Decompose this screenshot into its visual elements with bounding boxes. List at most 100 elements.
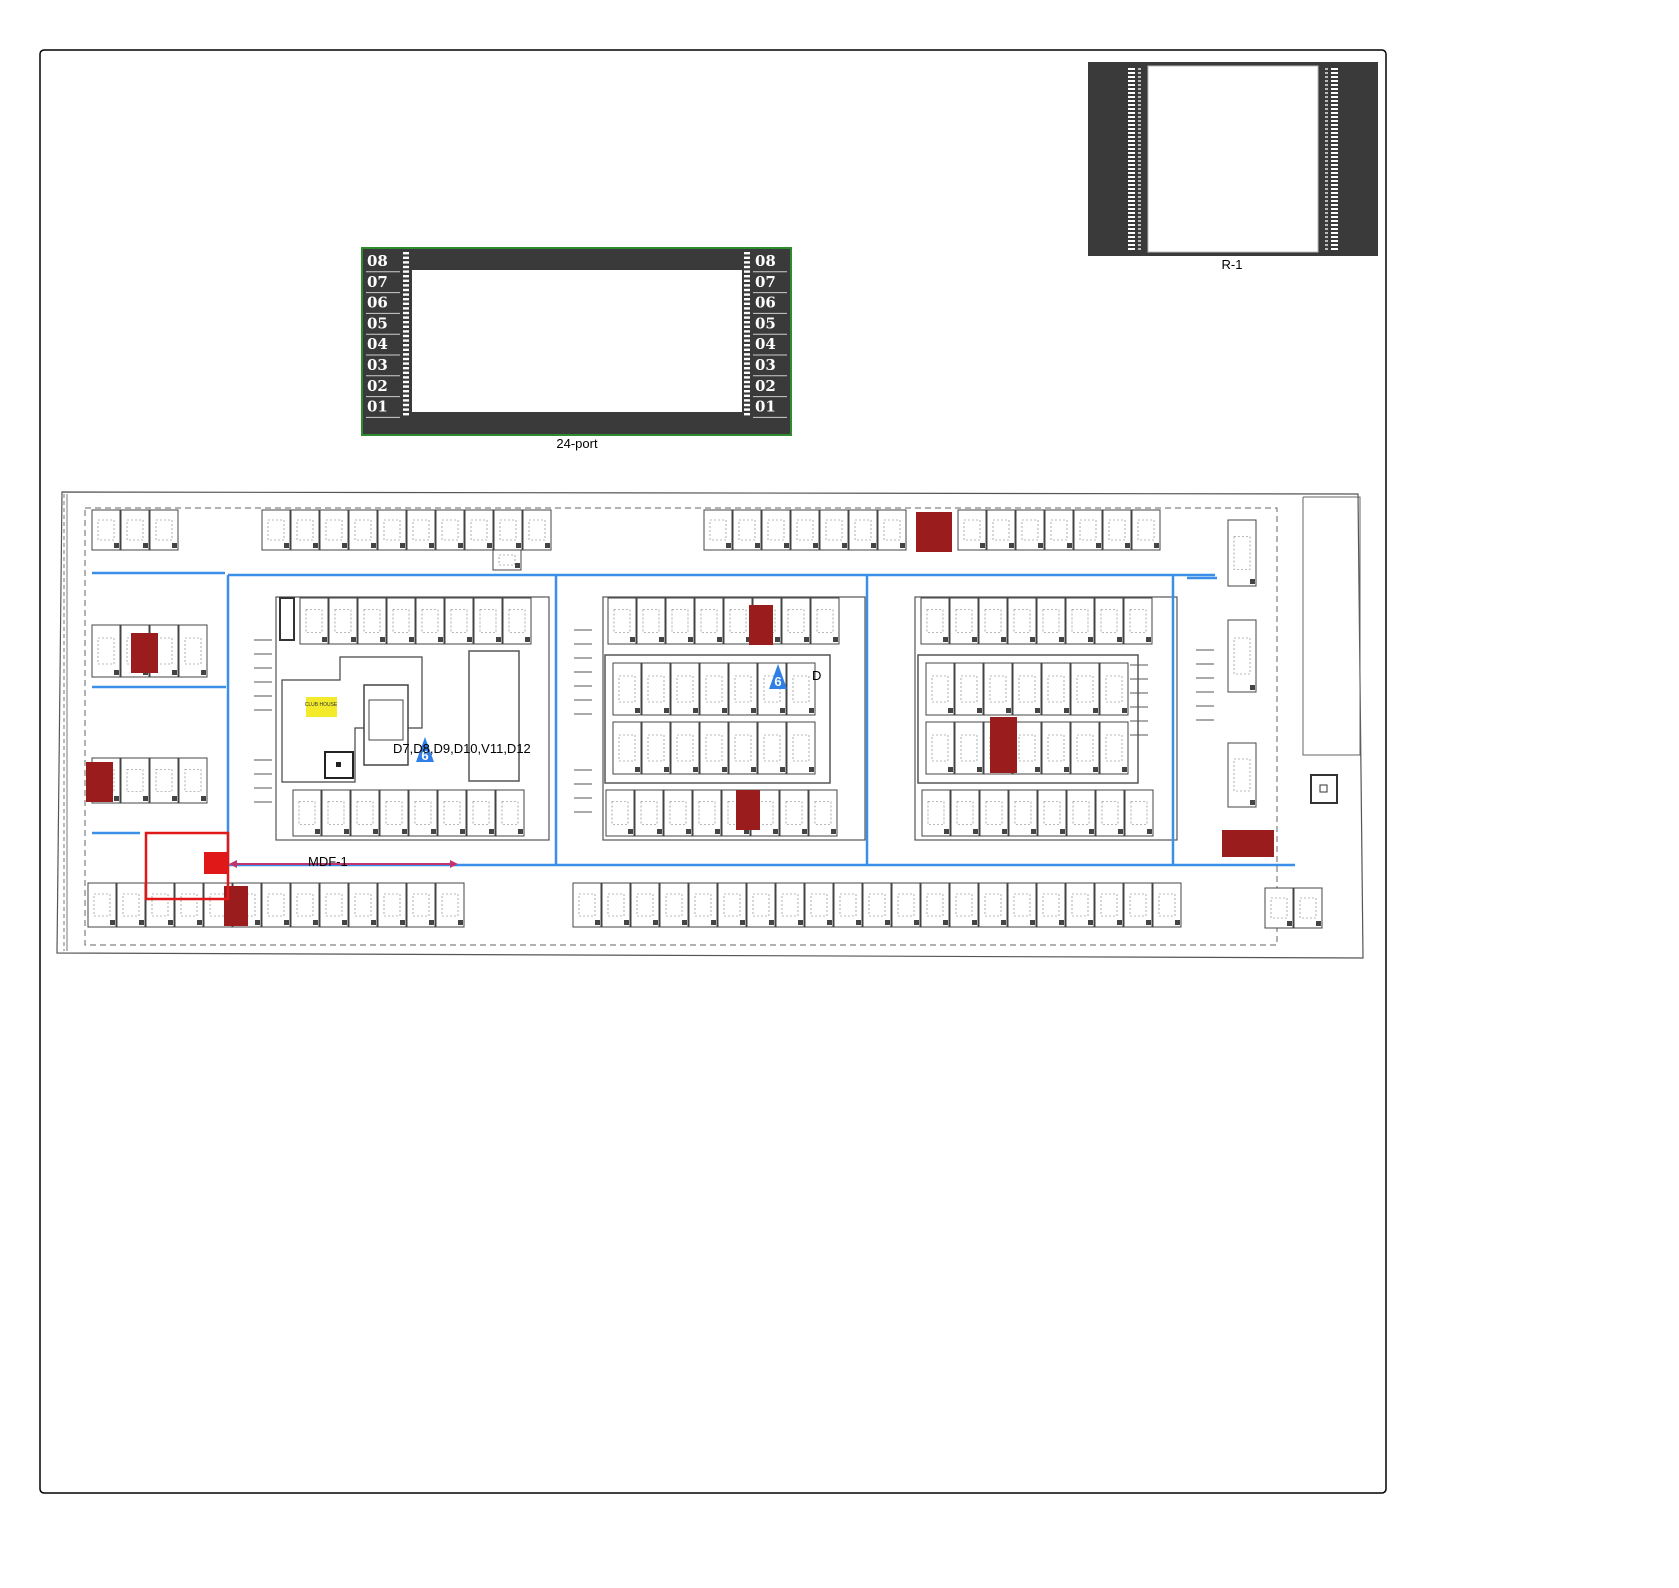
port-stud <box>403 357 409 361</box>
mdf-location[interactable] <box>144 831 230 901</box>
rack-unit-mark <box>1128 168 1135 170</box>
rack-unit-mark <box>1325 204 1328 206</box>
rack-unit-mark <box>1138 232 1141 234</box>
unit <box>299 597 329 645</box>
rack-unit-mark <box>1325 208 1328 210</box>
unit-stair <box>1287 921 1292 926</box>
unit-interior <box>1100 893 1118 917</box>
unit-interior <box>763 734 781 762</box>
unit <box>688 882 718 928</box>
unit-interior <box>709 519 727 541</box>
unit-stair <box>1147 829 1152 834</box>
rack-unit-mark <box>1138 80 1141 82</box>
port-stud <box>744 348 750 351</box>
unit-stair <box>545 543 550 548</box>
rack-unit-mark <box>1325 232 1328 234</box>
port-label: 02 <box>367 377 388 395</box>
rack-unit-mark <box>1138 248 1141 250</box>
port-stud <box>744 279 750 282</box>
unit-stair <box>1035 708 1040 713</box>
unit-stair <box>973 829 978 834</box>
port-stud <box>403 390 409 393</box>
unit <box>692 789 722 837</box>
unit-stair <box>1093 767 1098 772</box>
unit-interior <box>960 675 978 703</box>
rack-unit-mark <box>1331 244 1338 246</box>
port-stud <box>403 298 409 301</box>
unit-interior <box>155 637 173 665</box>
port-stud <box>744 325 750 328</box>
rack-unit-mark <box>1331 80 1338 82</box>
unit-interior <box>618 675 636 703</box>
unit-interior <box>926 893 944 917</box>
unit-interior <box>1076 734 1094 762</box>
rack-unit-mark <box>1138 200 1141 202</box>
rack-unit-mark <box>1331 212 1338 214</box>
unit-stair <box>1060 829 1065 834</box>
unit-stair <box>1001 637 1006 642</box>
rack-unit-mark <box>1128 108 1135 110</box>
rack-unit-mark <box>1325 124 1328 126</box>
unit-stair <box>740 920 745 925</box>
rack-unit-mark <box>1325 168 1328 170</box>
unit-stair <box>1118 829 1123 834</box>
rack-unit-mark <box>1331 156 1338 158</box>
unit-stair <box>635 708 640 713</box>
rack-unit-mark <box>1128 220 1135 222</box>
unit-stair <box>659 637 664 642</box>
rack-unit-mark <box>1128 156 1135 158</box>
unit <box>1099 721 1129 775</box>
unit <box>444 597 474 645</box>
rack-unit-mark <box>1138 240 1141 242</box>
unit <box>1094 597 1124 645</box>
unit-interior <box>298 801 316 825</box>
rack-unit-mark <box>1138 192 1141 194</box>
rack-r1[interactable] <box>1088 62 1378 256</box>
unit-interior <box>441 893 459 917</box>
access-point-marker[interactable]: 6 <box>416 737 434 763</box>
unit-interior <box>296 893 314 917</box>
unit <box>663 789 693 837</box>
unit-stair <box>833 637 838 642</box>
unit-stair <box>168 920 173 925</box>
unit <box>466 789 496 837</box>
port-stud <box>403 261 409 264</box>
port-label: 01 <box>367 398 388 416</box>
port-stud <box>403 403 409 407</box>
unit-interior <box>470 519 488 541</box>
unit-interior <box>613 609 631 633</box>
access-point-marker[interactable]: 6 <box>769 664 787 689</box>
unit <box>348 882 378 928</box>
unit-stair <box>624 920 629 925</box>
unit-stair <box>948 767 953 772</box>
port-stud <box>403 344 409 347</box>
unit-interior <box>665 893 683 917</box>
rack-unit-mark <box>1325 100 1328 102</box>
unit <box>786 662 816 716</box>
rack-unit-mark <box>1128 232 1135 234</box>
rack-unit-mark <box>1331 100 1338 102</box>
rack-unit-mark <box>1138 216 1141 218</box>
rack-unit-mark <box>1138 152 1141 154</box>
unit-interior <box>787 609 805 633</box>
rack-unit-mark <box>1138 168 1141 170</box>
unit <box>979 789 1009 837</box>
unit <box>607 597 637 645</box>
unit-stair <box>342 543 347 548</box>
unit <box>950 789 980 837</box>
port-stud <box>744 371 750 374</box>
unit-interior <box>1047 675 1065 703</box>
unit-stair <box>972 637 977 642</box>
rack-unit-mark <box>1331 208 1338 210</box>
port-stud <box>744 367 750 370</box>
port-stud <box>403 256 409 259</box>
unit <box>1227 519 1257 587</box>
rack-unit-mark <box>1138 176 1141 178</box>
unit-interior <box>642 609 660 633</box>
unit-interior <box>738 519 756 541</box>
unit <box>1123 597 1153 645</box>
unit-stair <box>1316 921 1321 926</box>
pool-equipment <box>279 597 295 641</box>
